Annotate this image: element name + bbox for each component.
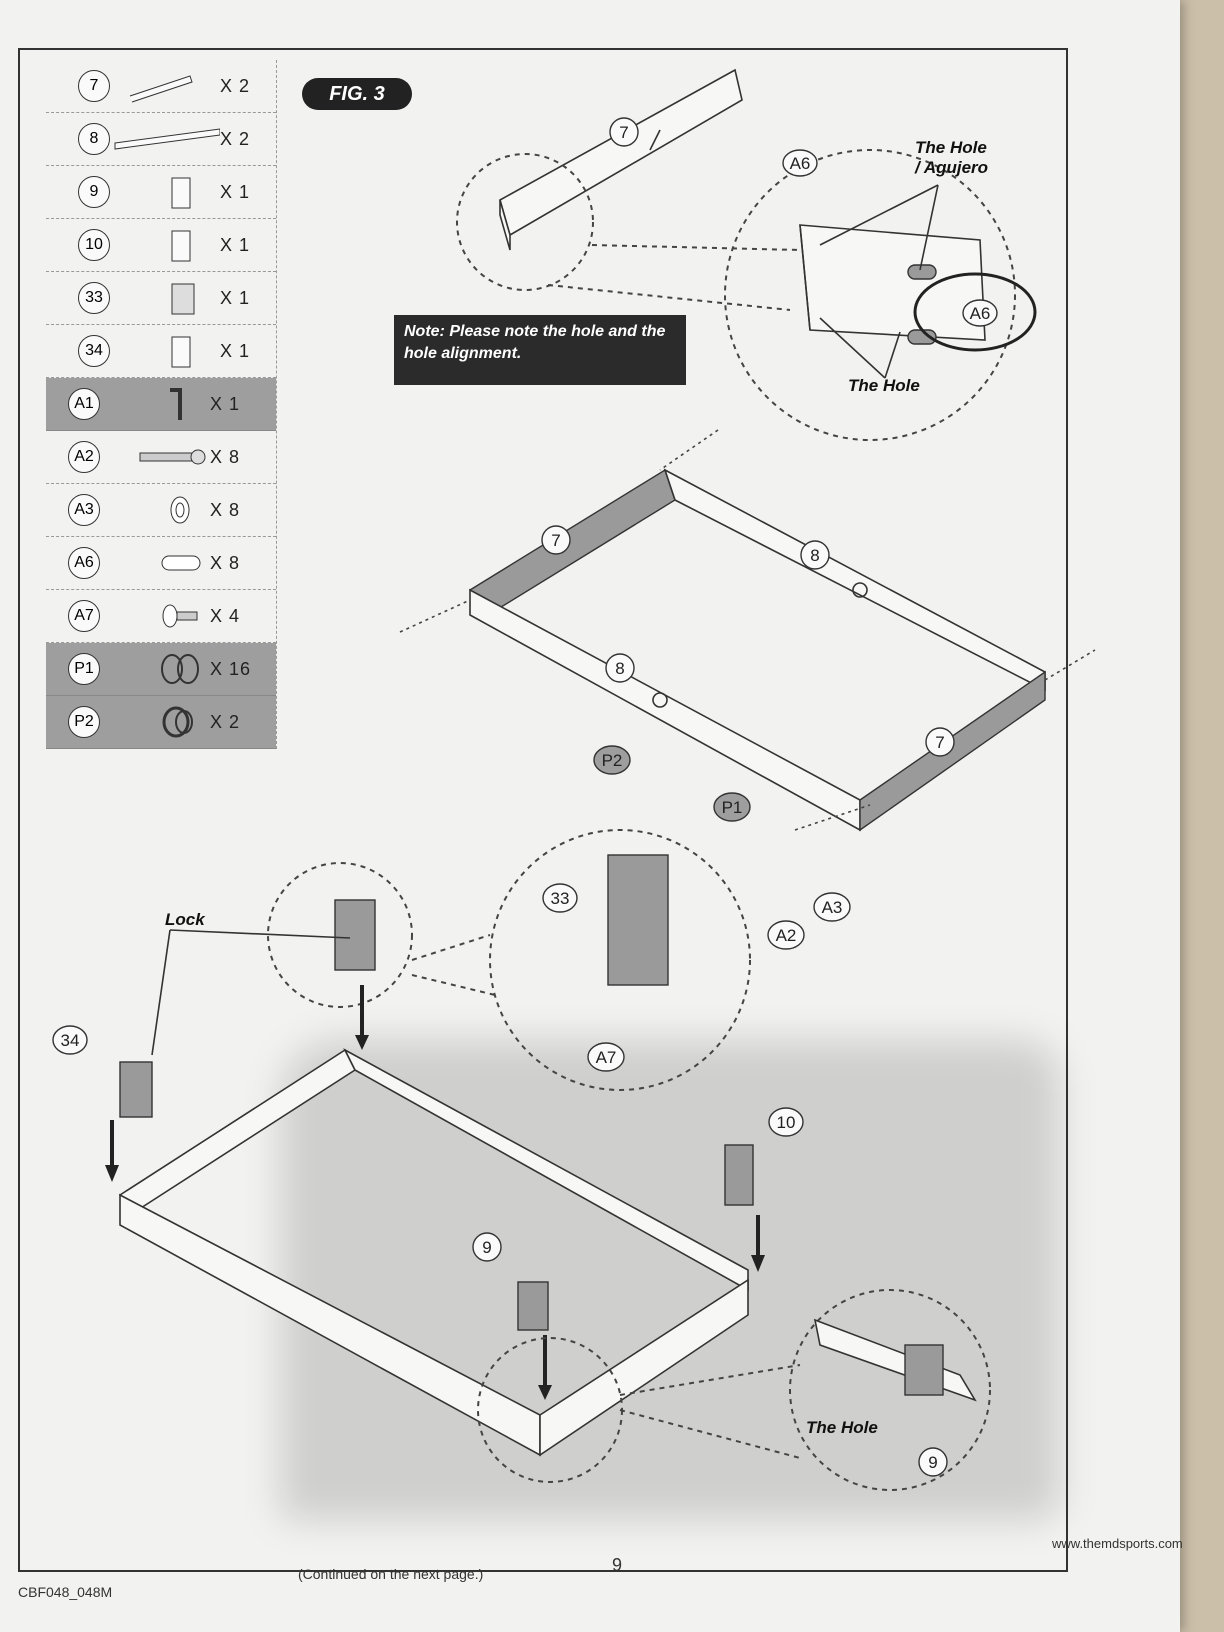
callout-the-hole-top: The Hole bbox=[848, 376, 920, 395]
tag-8-front: 8 bbox=[615, 659, 624, 678]
grommet-icon bbox=[100, 702, 210, 742]
part-row-9: 9 X 1 bbox=[46, 166, 276, 219]
tag-9-detail: 9 bbox=[928, 1453, 937, 1472]
callout-lock: Lock bbox=[165, 910, 205, 929]
part-id-badge: 34 bbox=[78, 335, 110, 367]
part-quantity: X 1 bbox=[220, 340, 251, 361]
tag-7-frame-right: 7 bbox=[935, 733, 944, 752]
tag-a6-top: A6 bbox=[790, 154, 811, 173]
page-frame bbox=[18, 48, 1068, 1572]
screw-icon bbox=[100, 596, 210, 636]
part-row-a6: A6 X 8 bbox=[46, 537, 276, 590]
callout-the-hole-bottom: The Hole bbox=[806, 1418, 878, 1437]
tag-a3: A3 bbox=[822, 898, 843, 917]
callout-hole-agujero-line1: The Hole bbox=[915, 138, 987, 157]
footer-page-number: 9 bbox=[612, 1555, 623, 1575]
part-row-34: 34 X 1 bbox=[46, 325, 276, 378]
part-quantity: X 2 bbox=[210, 711, 241, 732]
part-row-7: 7 X 2 bbox=[46, 60, 276, 113]
cap-icon bbox=[100, 649, 210, 689]
part-id-badge: 7 bbox=[78, 70, 110, 102]
frame-bottom bbox=[105, 1048, 991, 1491]
part-id-badge: P2 bbox=[68, 706, 100, 738]
part-id-badge: 8 bbox=[78, 123, 110, 155]
tag-7-frame-left: 7 bbox=[551, 531, 560, 550]
part-row-a1: A1 X 1 bbox=[46, 378, 276, 431]
rail-part-icon bbox=[110, 66, 220, 106]
barrel-nut-icon bbox=[100, 543, 210, 583]
hole-alignment-note: Note: Please note the hole and the hole … bbox=[394, 315, 686, 385]
part-row-p1: P1 X 16 bbox=[46, 643, 276, 696]
tag-33: 33 bbox=[551, 889, 570, 908]
hole-detail-circle bbox=[724, 149, 1037, 441]
part-row-a7: A7 X 4 bbox=[46, 590, 276, 643]
bolt-icon bbox=[100, 437, 210, 477]
part-id-badge: 9 bbox=[78, 176, 110, 208]
tag-8-back: 8 bbox=[810, 546, 819, 565]
part-id-badge: A7 bbox=[68, 600, 100, 632]
part-row-p2: P2 X 2 bbox=[46, 696, 276, 749]
footer-continued: (Continued on the next page.) bbox=[298, 1566, 484, 1582]
part-id-badge: A3 bbox=[68, 494, 100, 526]
part-id-badge: 33 bbox=[78, 282, 110, 314]
allen-key-icon bbox=[100, 384, 210, 424]
corner-block-icon bbox=[110, 172, 220, 212]
corner-block-icon bbox=[110, 225, 220, 265]
assembly-drawing: .ln{stroke:#333;stroke-width:1.6;fill:no… bbox=[52, 68, 1096, 1491]
rail-7-top bbox=[456, 68, 801, 311]
part-row-10: 10 X 1 bbox=[46, 219, 276, 272]
part-quantity: X 2 bbox=[220, 128, 251, 149]
tag-10: 10 bbox=[777, 1113, 796, 1132]
tag-7-top: 7 bbox=[619, 123, 628, 142]
photo-shadow bbox=[280, 1040, 1060, 1520]
figure-label: FIG. 3 bbox=[302, 78, 412, 110]
part-id-badge: 10 bbox=[78, 229, 110, 261]
part-row-a3: A3 X 8 bbox=[46, 484, 276, 537]
part-id-badge: P1 bbox=[68, 653, 100, 685]
washer-icon bbox=[100, 490, 210, 530]
footer-code: CBF048_048M bbox=[18, 1584, 113, 1600]
part-row-a2: A2 X 8 bbox=[46, 431, 276, 484]
part-row-8: 8 X 2 bbox=[46, 113, 276, 166]
bracket-detail bbox=[151, 829, 751, 1091]
part-id-badge: A6 bbox=[68, 547, 100, 579]
part-quantity: X 1 bbox=[220, 181, 251, 202]
part-quantity: X 8 bbox=[210, 499, 241, 520]
tag-34: 34 bbox=[61, 1031, 80, 1050]
part-quantity: X 16 bbox=[210, 658, 252, 679]
tag-a2: A2 bbox=[776, 926, 797, 945]
diagram-tags: 7 A6 A6 7 8 8 7 P2 P1 A3 A2 33 A7 34 10 … bbox=[52, 117, 998, 1477]
part-quantity: X 2 bbox=[220, 75, 251, 96]
part-quantity: X 1 bbox=[220, 234, 251, 255]
part-quantity: X 1 bbox=[220, 287, 251, 308]
part-quantity: X 1 bbox=[210, 393, 241, 414]
part-id-badge: A1 bbox=[68, 388, 100, 420]
tag-a6-circled: A6 bbox=[970, 304, 991, 323]
tag-p2: P2 bbox=[602, 751, 623, 770]
bracket-icon bbox=[110, 278, 220, 318]
part-quantity: X 8 bbox=[210, 552, 241, 573]
callout-hole-agujero-line2: / Agujero bbox=[915, 158, 989, 177]
part-row-33: 33 X 1 bbox=[46, 272, 276, 325]
part-quantity: X 8 bbox=[210, 446, 241, 467]
tag-a7: A7 bbox=[596, 1048, 617, 1067]
frame-middle bbox=[399, 429, 1096, 832]
part-id-badge: A2 bbox=[68, 441, 100, 473]
tag-p1: P1 bbox=[722, 798, 743, 817]
footer-website: www.themdsports.com bbox=[1052, 1536, 1183, 1551]
tag-9-mid: 9 bbox=[482, 1238, 491, 1257]
part-quantity: X 4 bbox=[210, 605, 241, 626]
corner-block-icon bbox=[110, 331, 220, 371]
